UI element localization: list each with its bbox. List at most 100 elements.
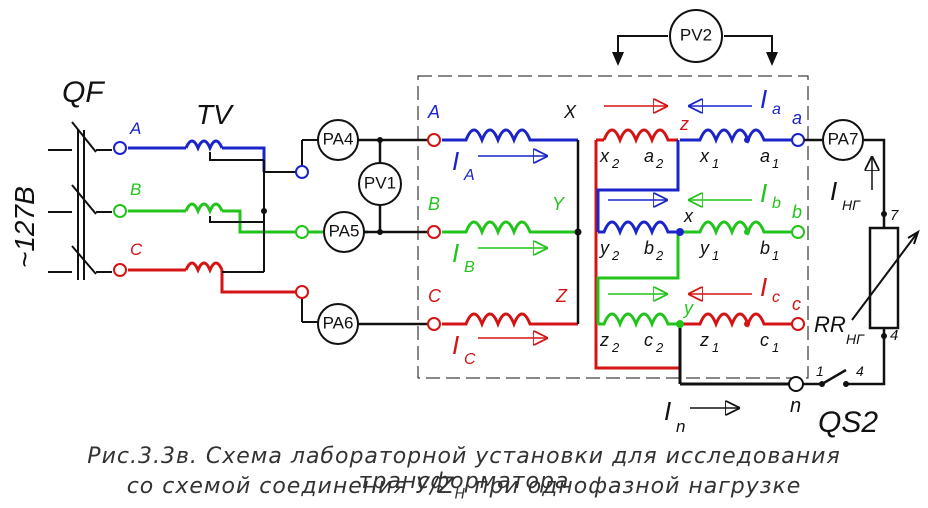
- secondary-interconnect: [594, 138, 790, 386]
- terminal-primary-b: [427, 225, 441, 239]
- junction-dot: [744, 321, 750, 327]
- switch-contact: [819, 381, 825, 387]
- switch-contact: [843, 381, 849, 387]
- junction-dot: [744, 229, 750, 235]
- label-sec-x1: x: [699, 146, 710, 166]
- load-resistor: [851, 226, 920, 330]
- label-primary-b: B: [428, 194, 440, 214]
- label-tv: TV: [196, 99, 234, 130]
- junction-dot: [881, 211, 887, 217]
- label-current-ib-sub: B: [464, 259, 475, 276]
- label-load-rr-sub: НГ: [846, 331, 865, 347]
- meter-pv1-label: PV1: [364, 173, 396, 192]
- label-sec-b1-sub: 1: [772, 248, 779, 263]
- label-supply-phase-b: B: [130, 180, 141, 199]
- label-sec-z2-sub: 2: [611, 340, 620, 355]
- meter-pa4-label: PA4: [323, 129, 354, 148]
- label-pin-1: 1: [816, 363, 824, 379]
- junction-dot: [377, 137, 383, 143]
- label-sec-x2: x: [599, 146, 610, 166]
- label-sec-a1-sub: 1: [772, 156, 779, 171]
- label-sec-y2: y: [598, 238, 610, 258]
- label-current-ic: I: [452, 330, 459, 360]
- transformer-outline: [417, 75, 809, 379]
- terminal-supply-b: [113, 204, 127, 218]
- load-circuit: [803, 138, 886, 386]
- terminal-primary-a: [427, 133, 441, 147]
- label-current-i-b: I: [760, 178, 767, 208]
- label-primary-a: A: [427, 102, 440, 122]
- label-current-i-c: I: [760, 272, 767, 302]
- caption-line-2-sub: Н: [454, 486, 467, 503]
- meter-pv2: PV2: [612, 9, 778, 66]
- label-pin-4-switch: 4: [856, 363, 864, 379]
- terminal-neutral-n: [788, 376, 804, 392]
- junction-dot: [676, 320, 684, 328]
- label-current-ib: I: [452, 238, 459, 268]
- label-terminal-c: c: [792, 294, 801, 314]
- label-current-i-a: I: [760, 84, 767, 114]
- label-sec-x2-sub: 2: [611, 156, 620, 171]
- caption-line-2-end: при однофазной нагрузке: [466, 474, 802, 499]
- label-current-ing: I: [830, 176, 837, 206]
- label-sec-a1: a: [760, 146, 770, 166]
- primary-windings: [442, 128, 578, 329]
- label-primary-y: Y: [552, 194, 566, 214]
- junction-dot: [676, 228, 684, 236]
- label-load-rr: RR: [814, 312, 846, 337]
- junction-dot: [881, 333, 887, 339]
- label-terminal-n: n: [790, 395, 801, 417]
- meter-pv2-label: PV2: [680, 25, 712, 44]
- label-sec-y2-sub: 2: [611, 248, 620, 263]
- junction-dot: [744, 137, 750, 143]
- terminal-secondary-a: [791, 133, 805, 147]
- label-sec-c1: c: [760, 330, 769, 350]
- label-sec-z1-sub: 1: [712, 340, 719, 355]
- junction-dot: [377, 229, 383, 235]
- label-primary-x: X: [563, 102, 577, 122]
- label-sec-a2-sub: 2: [655, 156, 664, 171]
- breaker-qf: [48, 121, 112, 280]
- label-current-ic-sub: C: [464, 351, 476, 368]
- secondary-windings: [598, 128, 800, 329]
- label-supply-phase-a: A: [129, 119, 141, 138]
- label-sec-z2: z: [599, 330, 609, 350]
- label-primary-z: Z: [555, 286, 568, 306]
- terminal-primary-c: [427, 317, 441, 331]
- terminal-secondary-b: [791, 225, 805, 239]
- label-sec-b1: b: [760, 238, 770, 258]
- terminal-tv-b: [295, 225, 309, 239]
- junction-dot: [261, 208, 267, 214]
- caption-line-2: со схемой соединения У/ZН при однофазной…: [0, 474, 928, 502]
- label-switch-qs2: QS2: [818, 406, 878, 439]
- label-terminal-b: b: [792, 202, 802, 222]
- label-sec-c2-sub: 2: [655, 340, 664, 355]
- label-pin-7: 7: [890, 207, 899, 224]
- terminal-supply-c: [113, 263, 127, 277]
- label-sec-b2-sub: 2: [655, 248, 664, 263]
- label-sec-a2: a: [644, 146, 654, 166]
- label-pin-4-load: 4: [890, 327, 898, 344]
- label-terminal-a: a: [792, 108, 802, 128]
- label-current-i-b-sub: b: [772, 195, 781, 212]
- label-sec-c2: c: [644, 330, 653, 350]
- meter-pa4: PA4: [317, 119, 359, 161]
- label-current-in: I: [664, 396, 671, 426]
- label-sec-c1-sub: 1: [772, 340, 779, 355]
- terminal-secondary-c: [791, 317, 805, 331]
- meter-pv1: PV1: [358, 162, 402, 206]
- star-point-dot: [574, 228, 582, 236]
- label-node-x: x: [683, 206, 694, 226]
- terminal-tv-a: [295, 165, 309, 179]
- label-sec-z1: z: [699, 330, 709, 350]
- meter-pa7: PA7: [822, 119, 864, 161]
- primary-feed-wires: [358, 138, 428, 326]
- label-qf: QF: [62, 76, 105, 109]
- label-sec-y1-sub: 1: [712, 248, 719, 263]
- label-current-i-c-sub: c: [772, 289, 780, 306]
- meter-pa6: PA6: [317, 303, 359, 345]
- meter-pa5: PA5: [323, 211, 365, 253]
- label-current-in-sub: n: [676, 417, 685, 436]
- meter-pa7-label: PA7: [828, 129, 859, 148]
